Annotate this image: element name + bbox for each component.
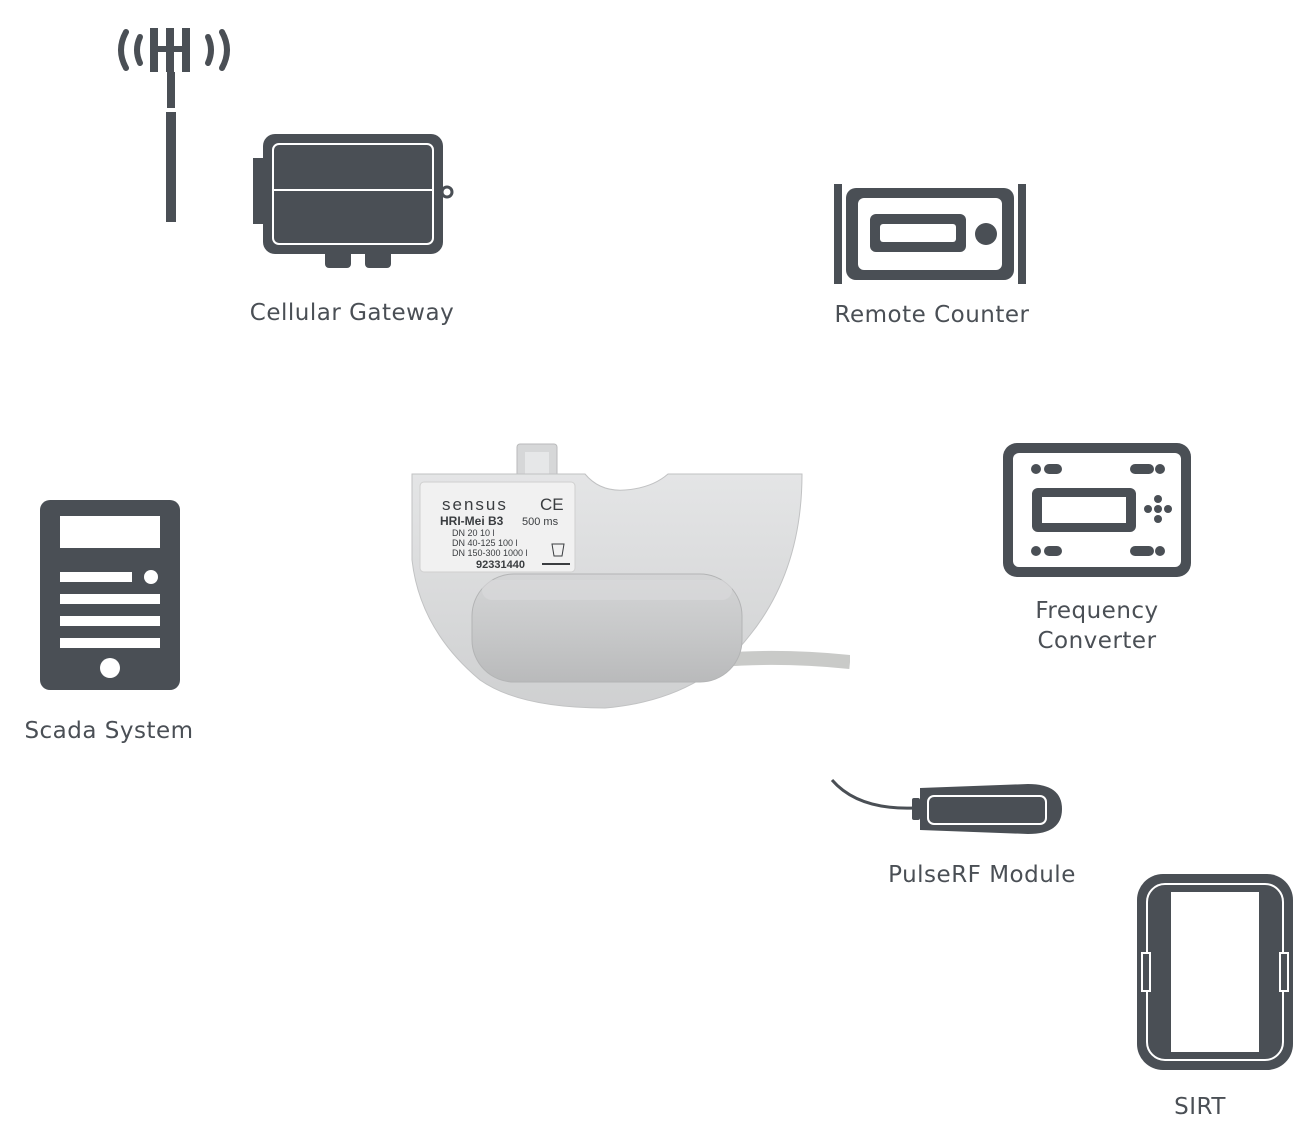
sirt-label: SIRT — [1174, 1094, 1226, 1120]
sirt-handheld-icon — [1137, 874, 1293, 1070]
antenna-node — [110, 20, 240, 230]
device-serial: 92331440 — [476, 559, 525, 571]
device-pulse: 500 ms — [522, 516, 559, 528]
device-spec-3: DN 150-300 1000 l — [452, 548, 528, 558]
pulserf-module-label: PulseRF Module — [888, 862, 1076, 888]
pulserf-module-node — [828, 776, 1068, 842]
remote-counter-node — [830, 182, 1030, 286]
device-brand: sensus — [442, 495, 508, 514]
antenna-icon — [118, 28, 230, 222]
remote-counter-icon — [834, 184, 1026, 284]
remote-counter-label: Remote Counter — [834, 302, 1030, 328]
scada-system-label: Scada System — [24, 718, 194, 744]
device-spec-1: DN 20 10 l — [452, 528, 495, 538]
scada-server-icon — [40, 500, 180, 690]
cellular-gateway-label: Cellular Gateway — [249, 300, 455, 326]
pulserf-module-icon — [830, 779, 1062, 834]
cellular-gateway-icon — [253, 134, 454, 268]
cellular-gateway-node — [245, 130, 465, 280]
device-spec-2: DN 40-125 100 l — [452, 538, 518, 548]
device-ce-mark: CE — [540, 495, 564, 514]
frequency-converter-node — [1000, 440, 1195, 580]
hri-mei-device: sensus CE HRI-Mei B3 500 ms DN 20 10 l D… — [400, 430, 851, 720]
sirt-node — [1133, 872, 1297, 1074]
frequency-converter-icon — [1003, 443, 1191, 577]
device-model: HRI-Mei B3 — [440, 514, 504, 528]
scada-system-node — [38, 498, 182, 694]
frequency-converter-label: Frequency Converter — [1035, 598, 1159, 654]
hri-device-illustration: sensus CE HRI-Mei B3 500 ms DN 20 10 l D… — [411, 443, 851, 709]
